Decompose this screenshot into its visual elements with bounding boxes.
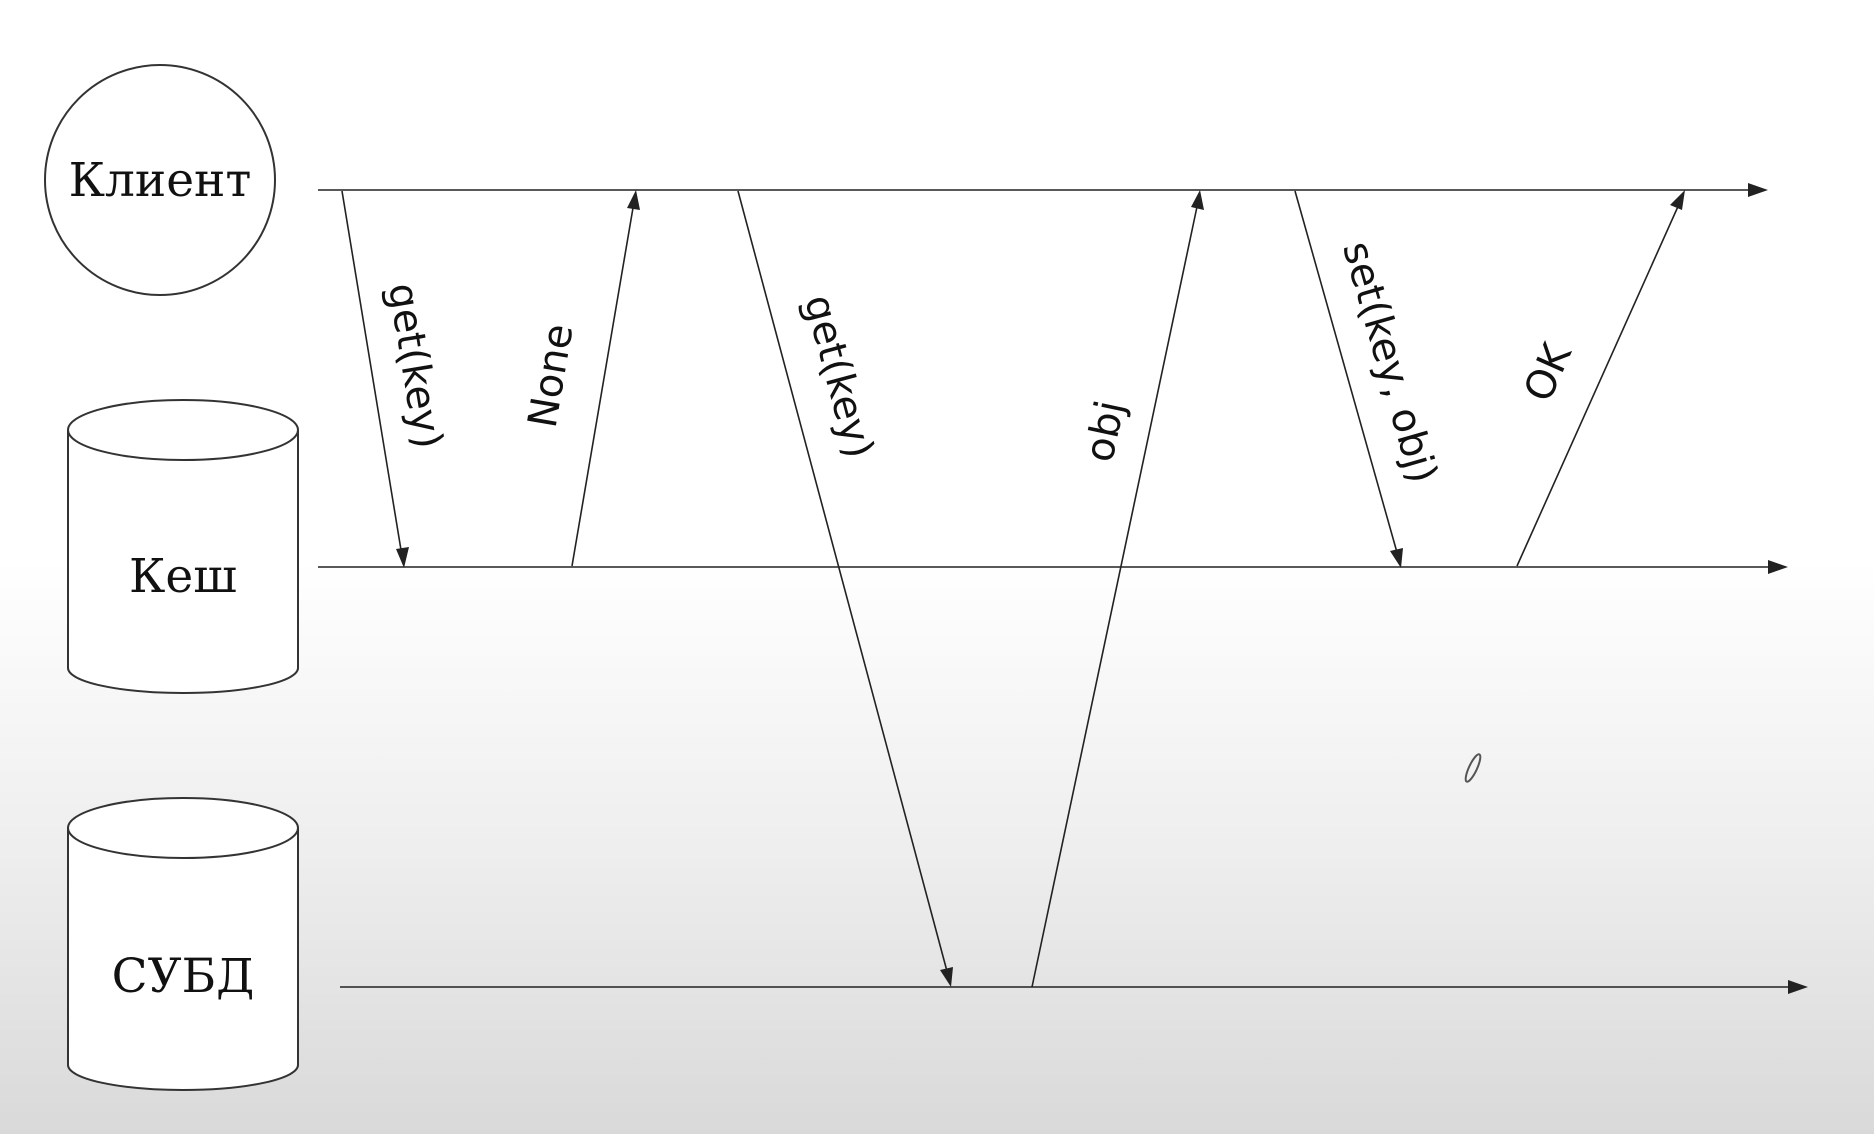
client-label: Клиент [69, 153, 252, 208]
dbms-cylinder-top [67, 797, 299, 859]
arrowhead-icon [1191, 190, 1204, 210]
message-label: None [520, 321, 583, 432]
dbms-label: СУБД [112, 949, 255, 1004]
client-circle [44, 64, 276, 296]
arrowhead-icon [1768, 560, 1788, 574]
message-get-cache: get(key) [341, 190, 451, 568]
arrowhead-icon [627, 190, 640, 210]
message-label: get(key) [795, 290, 883, 463]
message-label: obj [1076, 397, 1134, 466]
cache-timeline [318, 560, 1788, 574]
message-set: set(key, obj) [1294, 190, 1446, 568]
message-ok: OK [1515, 190, 1685, 567]
cache-cylinder [67, 430, 299, 694]
arrowhead-icon [1390, 548, 1403, 568]
client-timeline [318, 183, 1768, 197]
arrowhead-icon [1670, 190, 1685, 210]
arrowhead-icon [396, 547, 409, 568]
client-node: Клиент [44, 64, 276, 296]
arrowhead-icon [1788, 980, 1808, 994]
message-none: None [520, 190, 640, 567]
dbms-cylinder [67, 828, 299, 1091]
pen-cursor-icon [1464, 753, 1482, 783]
message-label: OK [1515, 335, 1581, 408]
dbms-timeline [340, 980, 1808, 994]
cache-node: Кеш [67, 399, 299, 694]
message-label: get(key) [379, 280, 451, 452]
cache-label: Кеш [129, 549, 237, 604]
message-obj: obj [1031, 190, 1204, 988]
dbms-node: СУБД [67, 797, 299, 1091]
arrowhead-icon [940, 967, 953, 987]
arrowhead-icon [1748, 183, 1768, 197]
cache-cylinder-top [67, 399, 299, 461]
message-get-dbms: get(key) [737, 190, 953, 987]
message-label: set(key, obj) [1333, 237, 1446, 489]
